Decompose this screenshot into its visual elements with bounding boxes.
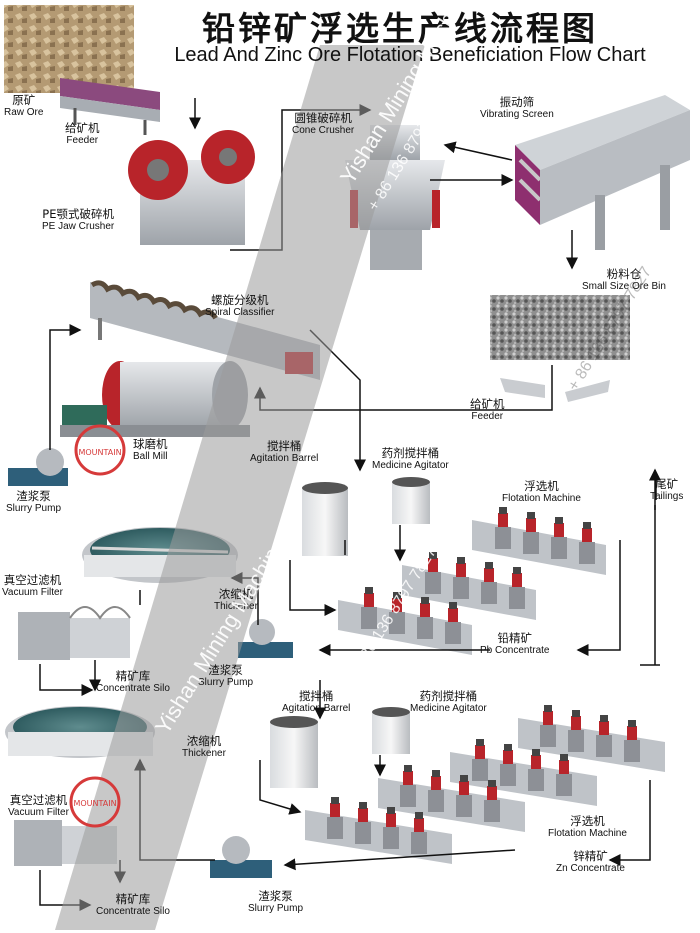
agitation-barrel-2-machine <box>270 716 318 788</box>
medicine-agitator-2-machine <box>372 707 410 754</box>
slurry-pump-1-machine <box>8 448 68 486</box>
agitation-barrel-1-machine <box>302 482 348 556</box>
flotation-bank-zn <box>305 705 665 864</box>
vibrating-screen-machine <box>515 95 690 250</box>
jaw-crusher-machine <box>128 130 255 245</box>
feeder-2-machine <box>500 378 610 402</box>
svg-text:MOUNTAIN: MOUNTAIN <box>78 448 121 457</box>
vacuum-filter-1-machine <box>18 606 131 660</box>
page-title-en: Lead And Zinc Ore Flotation Beneficiatio… <box>174 44 646 66</box>
raw-ore-pile <box>4 5 134 93</box>
logo-stamp-2: MOUNTAIN <box>69 776 121 828</box>
slurry-pump-2-machine <box>238 619 293 658</box>
watermark-band <box>55 45 425 930</box>
feeder-1-machine <box>60 78 160 135</box>
ore-bin-pile <box>490 295 630 360</box>
medicine-agitator-1-machine <box>392 477 430 524</box>
logo-stamp-1: MOUNTAIN <box>74 424 126 476</box>
page-title-zh: 铅锌矿浮选生产线流程图 <box>202 9 598 48</box>
ball-mill-machine <box>60 361 250 437</box>
svg-text:MOUNTAIN: MOUNTAIN <box>73 799 116 808</box>
flotation-bank-pb <box>338 507 606 655</box>
slurry-pump-3-machine <box>210 836 272 878</box>
